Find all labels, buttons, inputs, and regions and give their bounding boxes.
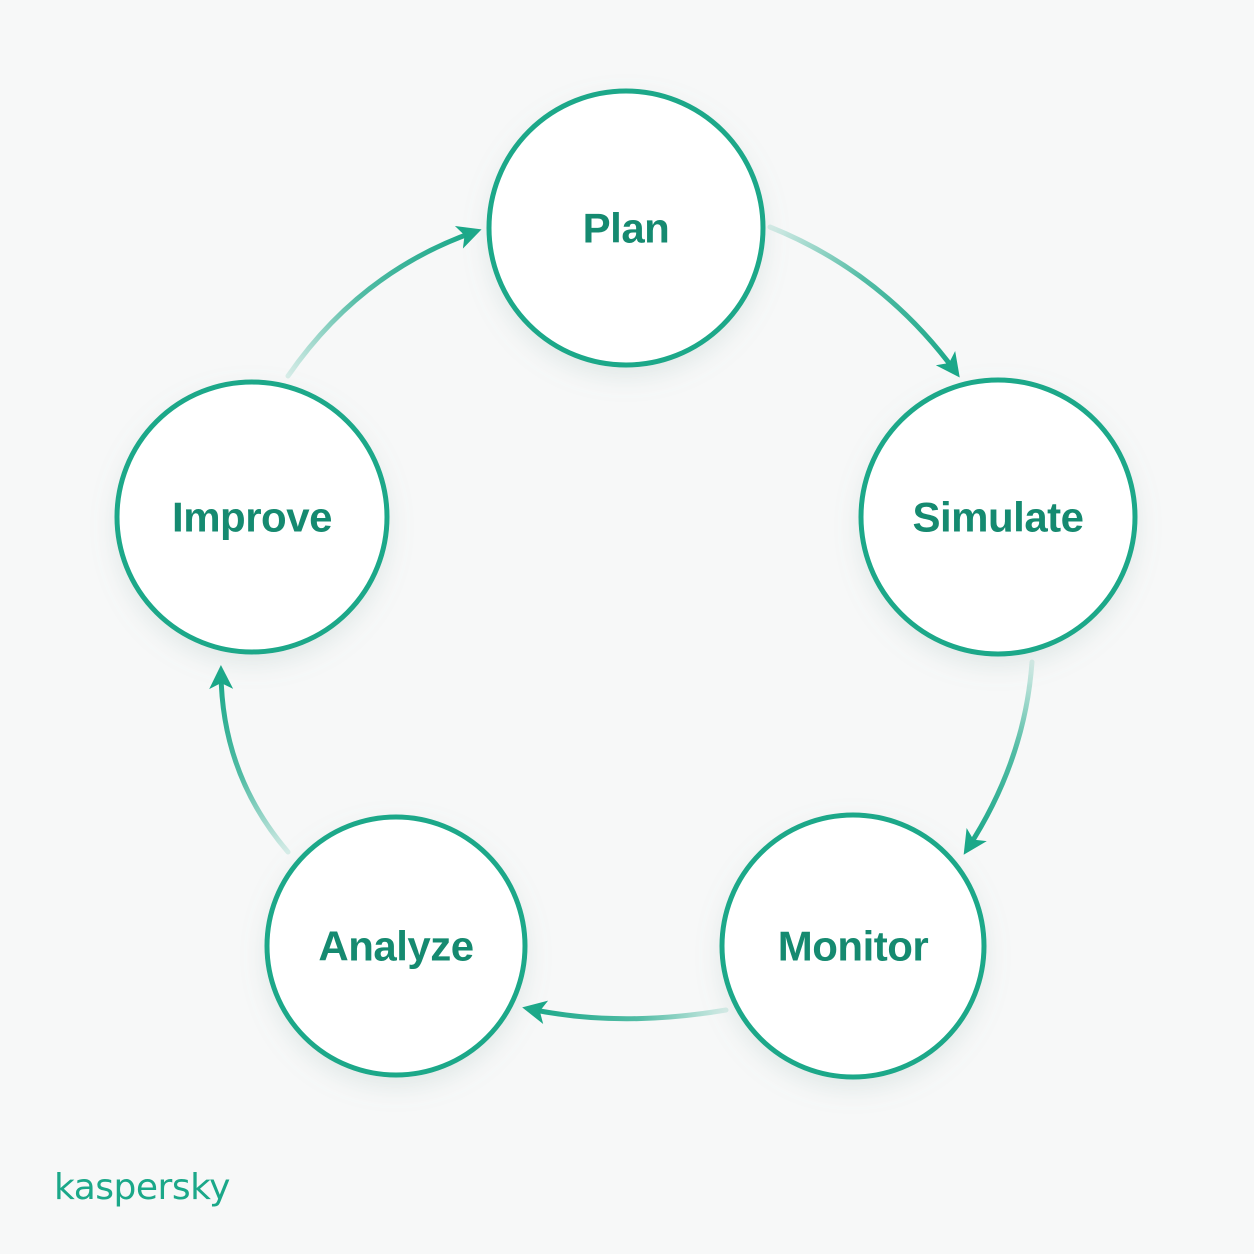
node-circle-simulate	[858, 377, 1138, 657]
arrow-simulate-monitor	[965, 659, 1035, 851]
node-circle-plan	[486, 88, 766, 368]
node-label-monitor: Monitor	[778, 923, 929, 970]
node-circle-monitor	[719, 812, 987, 1080]
node-label-simulate: Simulate	[912, 494, 1083, 541]
arrowhead-analyze-improve	[209, 665, 234, 690]
arrow-plan-simulate	[767, 224, 958, 374]
node-label-plan: Plan	[583, 205, 670, 252]
node-label-analyze: Analyze	[318, 923, 473, 970]
node-simulate: Simulate	[858, 377, 1138, 657]
kaspersky-logo: kaspersky	[54, 1167, 230, 1208]
node-circle-improve	[114, 379, 390, 655]
arrowhead-monitor-analyze	[522, 1000, 549, 1025]
node-circle-analyze	[264, 814, 528, 1078]
node-analyze: Analyze	[264, 814, 528, 1078]
arrow-improve-plan	[285, 229, 477, 379]
arrow-analyze-improve	[218, 670, 291, 855]
edges-layer	[209, 224, 1035, 1025]
node-improve: Improve	[114, 379, 390, 655]
node-monitor: Monitor	[719, 812, 987, 1080]
arrow-monitor-analyze	[527, 1006, 729, 1022]
arrowhead-improve-plan	[454, 225, 482, 249]
node-plan: Plan	[486, 88, 766, 368]
arrowhead-simulate-monitor	[963, 828, 987, 855]
node-label-improve: Improve	[172, 494, 332, 541]
arrowhead-plan-simulate	[935, 351, 960, 378]
